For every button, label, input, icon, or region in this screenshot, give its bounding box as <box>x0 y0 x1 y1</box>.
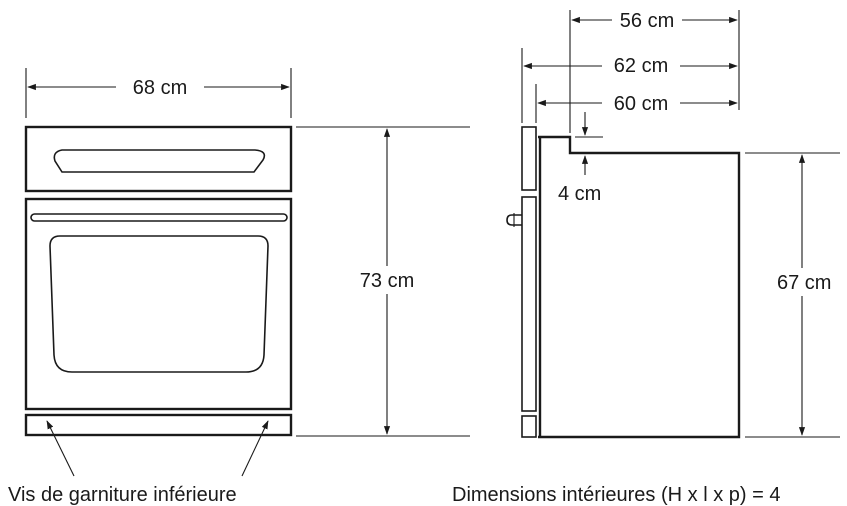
depth-56-label: 56 cm <box>620 10 674 32</box>
side-handle-knob <box>506 214 522 226</box>
side-caption: Dimensions intérieures (H x l x p) = 4 <box>452 484 780 506</box>
depth-60-label-bg <box>602 89 680 117</box>
depth-56-label-bg <box>612 6 682 32</box>
height-label-bg <box>347 266 427 294</box>
step-label: 4 cm <box>558 183 601 205</box>
width-label: 68 cm <box>133 77 187 99</box>
side-body-outline <box>538 135 741 439</box>
depth-60-label: 60 cm <box>614 93 668 115</box>
trim-screw-arrow-right <box>241 420 269 477</box>
front-caption: Vis de garniture inférieure <box>8 484 237 506</box>
bottom-trim <box>24 413 293 437</box>
height-67-label: 67 cm <box>777 272 831 294</box>
control-handle <box>53 149 266 173</box>
side-panel-trim <box>521 415 537 438</box>
door-handle <box>30 213 288 222</box>
side-panel-upper <box>521 126 537 191</box>
height-67-label-bg <box>774 268 847 296</box>
side-view: 56 cm 62 cm 60 cm 4 cm 67 cm Dimensions … <box>452 6 847 506</box>
door-window <box>49 235 269 373</box>
height-label: 73 cm <box>360 270 414 292</box>
oven-door <box>24 197 293 411</box>
side-panel-door <box>521 196 537 412</box>
depth-62-label: 62 cm <box>614 55 668 77</box>
width-label-bg <box>116 74 204 100</box>
front-view: 68 cm 73 cm Vis de garniture inférieure <box>8 68 470 506</box>
depth-62-label-bg <box>602 51 680 79</box>
control-panel <box>24 125 293 193</box>
trim-screw-arrow-left <box>46 420 75 477</box>
